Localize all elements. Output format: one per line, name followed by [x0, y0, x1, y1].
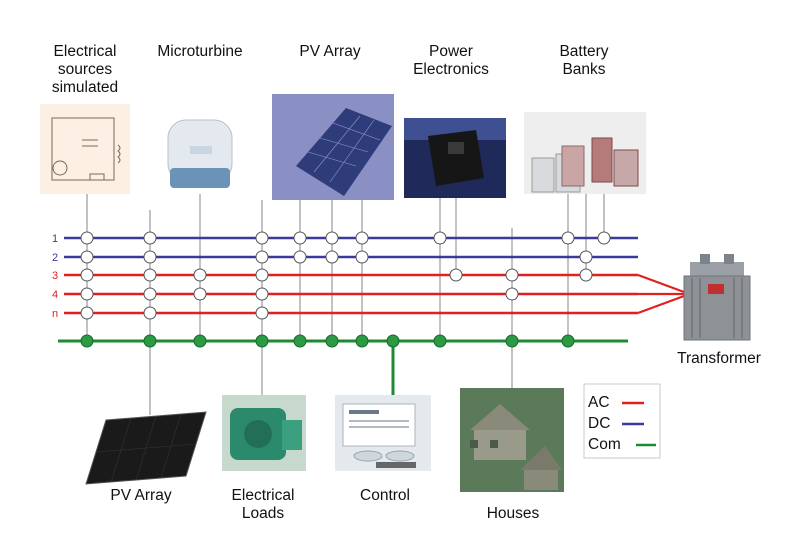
bus-label-1: 1: [52, 233, 58, 245]
electrical-loads-picture: [222, 395, 306, 471]
pv-array-picture-top: [272, 94, 394, 200]
legend: [583, 383, 661, 459]
pv-array-picture-bottom: [85, 411, 207, 485]
microturbine-picture: [164, 108, 236, 194]
label-power-electronics: Power Electronics: [413, 43, 489, 78]
label-control: Control: [360, 487, 410, 504]
label-pv-array-bottom: PV Array: [110, 487, 172, 504]
label-houses: Houses: [486, 505, 540, 522]
label-transformer: Transformer: [677, 350, 761, 367]
label-electrical-loads: Electrical Loads: [231, 487, 295, 522]
bus-label-3: 3: [52, 270, 58, 282]
com-nodes: [80, 334, 575, 348]
legend-com-label: Com: [588, 436, 621, 453]
label-pv-array-top: PV Array: [299, 43, 361, 60]
power-electronics-picture: [404, 118, 506, 198]
legend-dc-label: DC: [588, 415, 611, 432]
control-picture: [335, 395, 431, 471]
bus-label-2: 2: [52, 252, 58, 264]
houses-picture: [460, 388, 564, 492]
bus-label-4: 4: [52, 289, 58, 301]
legend-ac-label: AC: [588, 394, 610, 411]
ac-feeders: [637, 273, 685, 315]
bus-label-n: n: [52, 308, 58, 320]
tap-lines: [86, 194, 605, 415]
label-electrical-sources: Electrical sources simulated: [51, 43, 119, 96]
electrical-sources-picture: [40, 104, 130, 194]
label-battery-banks: Battery Banks: [559, 43, 609, 78]
junction-nodes: [80, 231, 611, 320]
battery-banks-picture: [524, 112, 646, 194]
transformer-picture: [683, 254, 751, 341]
label-microturbine: Microturbine: [157, 43, 243, 60]
